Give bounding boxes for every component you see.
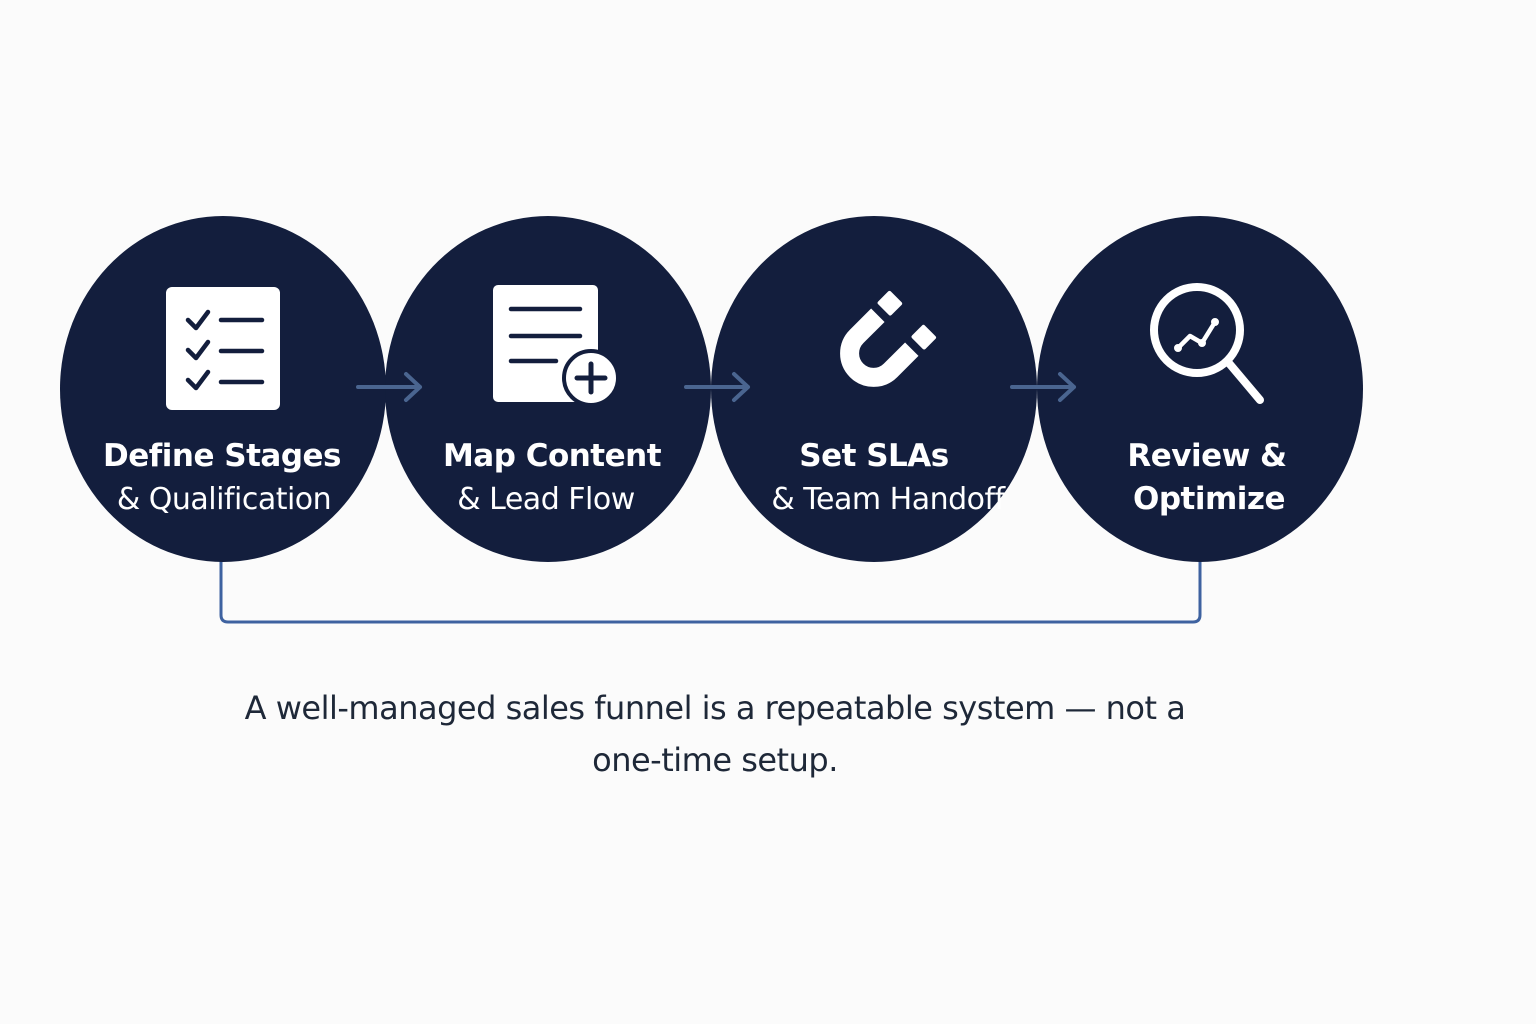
- arrow-right-icon: [1010, 372, 1076, 402]
- step-1-subtitle: & Qualification: [117, 482, 331, 517]
- step-4-subtitle: Optimize: [1133, 481, 1285, 517]
- step-circle-4: [1037, 216, 1363, 562]
- step-circle-3: [711, 216, 1037, 562]
- magnifier-trend-icon: [1150, 283, 1264, 404]
- step-4-title: Review &: [1127, 438, 1286, 474]
- step-3-title: Set SLAs: [799, 438, 949, 474]
- step-3-subtitle: & Team Handoff: [771, 482, 1006, 517]
- step-2-title: Map Content: [443, 438, 662, 474]
- checklist-icon: [166, 287, 280, 410]
- loop-connector: [219, 560, 1202, 624]
- step-2-subtitle: & Lead Flow: [457, 482, 635, 517]
- caption: A well-managed sales funnel is a repeata…: [244, 689, 1186, 779]
- step-1-title: Define Stages: [103, 438, 341, 474]
- document-add-icon: [493, 285, 620, 407]
- arrow-right-icon: [356, 372, 422, 402]
- magnet-icon: [840, 290, 937, 387]
- arrow-right-icon: [684, 372, 750, 402]
